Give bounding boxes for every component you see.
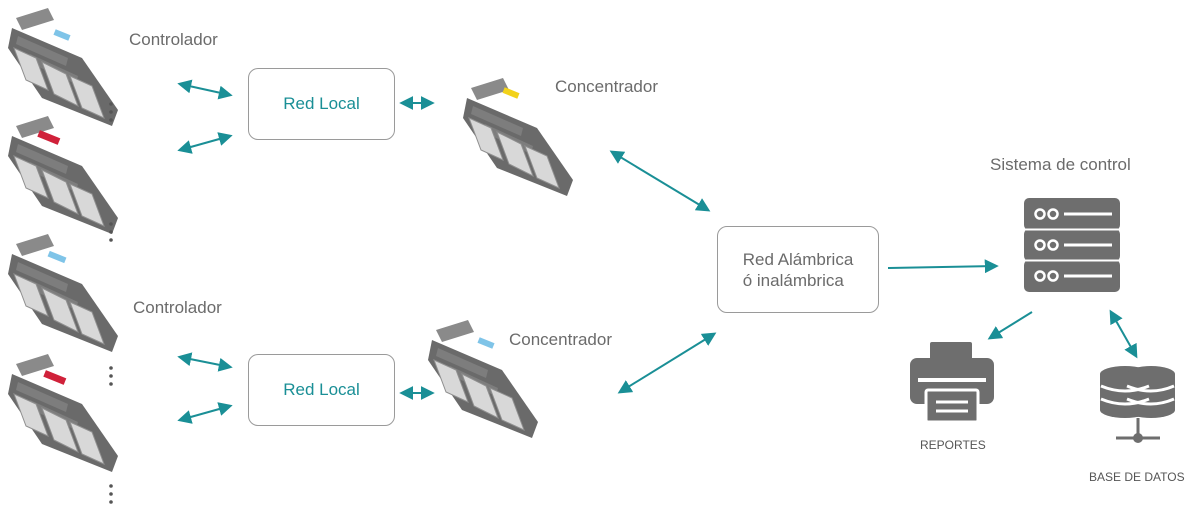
red-local-box-bottom: Red Local (248, 354, 395, 426)
arrow-ctrl2-redlocal (177, 132, 233, 154)
server-icon (1024, 198, 1120, 292)
arrow-concentrator-top-red (609, 150, 711, 212)
ellipsis-2 (109, 222, 113, 242)
red-local-label-bottom: Red Local (283, 380, 360, 399)
arrow-ctrl3-redlocal (177, 352, 233, 372)
red-alambrica-box: Red Alámbrica ó inalámbrica (717, 226, 879, 313)
printer-icon (910, 342, 994, 424)
status-tag-yellow (502, 87, 520, 99)
sistema-control-label: Sistema de control (990, 155, 1131, 174)
controlador-label-bottom: Controlador (133, 298, 222, 317)
reportes-label: REPORTES (920, 438, 986, 452)
controlador-label-top: Controlador (129, 30, 218, 49)
concentrador-label-top: Concentrador (555, 77, 659, 96)
red-alambrica-line1: Red Alámbrica (742, 249, 854, 269)
concentrador-label-bottom: Concentrador (509, 330, 613, 349)
arrow-ctrl1-redlocal (177, 79, 233, 100)
arrow-red-sistema (887, 259, 999, 274)
arrow-sistema-basedatos (1109, 309, 1138, 359)
arrow-sistema-reportes (987, 311, 1033, 340)
ellipsis-3 (109, 366, 113, 386)
status-tag-blue (53, 29, 71, 41)
status-tag-blue (477, 337, 495, 349)
ellipsis-4 (109, 484, 113, 504)
status-tag-red (37, 130, 61, 145)
controller-floodlight-4 (7, 353, 119, 473)
red-alambrica-line2: ó inalámbrica (742, 270, 844, 290)
red-local-box-top: Red Local (248, 68, 395, 140)
concentrator-floodlight-bottom (427, 319, 539, 439)
controller-floodlight-3 (7, 233, 119, 353)
concentrator-floodlight-top (462, 77, 574, 197)
controller-floodlight-2 (7, 115, 119, 235)
status-tag-blue (47, 250, 67, 264)
arrow-ctrl4-redlocal (177, 402, 233, 424)
database-icon (1100, 366, 1175, 443)
arrow-concentrator-bottom-red (617, 332, 717, 394)
red-alambrica-label: Red Alámbrica ó inalámbrica (743, 249, 854, 291)
ellipsis-1 (109, 102, 113, 122)
base-datos-label: BASE DE DATOS (1089, 470, 1185, 484)
status-tag-red (43, 370, 67, 385)
red-local-label-top: Red Local (283, 94, 360, 113)
controller-floodlight-1 (7, 7, 119, 127)
